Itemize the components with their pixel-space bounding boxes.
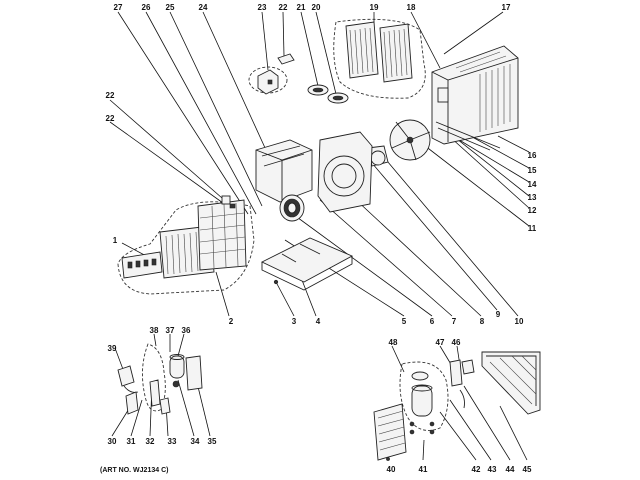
callout-2: 2 bbox=[229, 317, 234, 326]
callout-4: 4 bbox=[316, 317, 321, 326]
callout-32: 32 bbox=[146, 437, 155, 446]
callout-22-left-b: 22 bbox=[106, 114, 115, 123]
callout-40: 40 bbox=[387, 465, 396, 474]
callout-35: 35 bbox=[208, 437, 217, 446]
callout-15: 15 bbox=[528, 166, 537, 175]
callout-22-top: 22 bbox=[279, 3, 288, 12]
callout-3: 3 bbox=[292, 317, 297, 326]
callout-46: 46 bbox=[452, 338, 461, 347]
callout-10: 10 bbox=[515, 317, 524, 326]
callout-44: 44 bbox=[506, 465, 515, 474]
callout-45: 45 bbox=[523, 465, 532, 474]
callout-25: 25 bbox=[166, 3, 175, 12]
callout-36: 36 bbox=[182, 326, 191, 335]
callout-34: 34 bbox=[191, 437, 200, 446]
callout-18: 18 bbox=[407, 3, 416, 12]
callout-24: 24 bbox=[199, 3, 208, 12]
callout-5: 5 bbox=[402, 317, 407, 326]
callout-37: 37 bbox=[166, 326, 175, 335]
callout-8: 8 bbox=[480, 317, 485, 326]
callout-13: 13 bbox=[528, 193, 537, 202]
callout-19: 19 bbox=[370, 3, 379, 12]
callout-43: 43 bbox=[488, 465, 497, 474]
callout-16: 16 bbox=[528, 151, 537, 160]
callout-47: 47 bbox=[436, 338, 445, 347]
parts-artwork bbox=[117, 18, 541, 461]
callout-17: 17 bbox=[502, 3, 511, 12]
callout-26: 26 bbox=[142, 3, 151, 12]
callout-30: 30 bbox=[108, 437, 117, 446]
callout-14: 14 bbox=[528, 180, 537, 189]
callout-27: 27 bbox=[114, 3, 123, 12]
callout-12: 12 bbox=[528, 206, 537, 215]
callout-labels: 27 26 25 24 23 22 21 20 19 18 17 22 22 1… bbox=[100, 3, 537, 474]
callout-22-left-a: 22 bbox=[106, 91, 115, 100]
callout-21: 21 bbox=[297, 3, 306, 12]
art-number: (ART NO. WJ2134 C) bbox=[100, 467, 168, 474]
callout-48: 48 bbox=[389, 338, 398, 347]
callout-38: 38 bbox=[150, 326, 159, 335]
callout-42: 42 bbox=[472, 465, 481, 474]
callout-39: 39 bbox=[108, 344, 117, 353]
callout-9: 9 bbox=[496, 310, 501, 319]
callout-31: 31 bbox=[127, 437, 136, 446]
callout-6: 6 bbox=[430, 317, 435, 326]
callout-1: 1 bbox=[113, 236, 118, 245]
callout-23: 23 bbox=[258, 3, 267, 12]
callout-11: 11 bbox=[528, 224, 537, 233]
callout-41: 41 bbox=[419, 465, 428, 474]
callout-20: 20 bbox=[312, 3, 321, 12]
callout-7: 7 bbox=[452, 317, 457, 326]
callout-33: 33 bbox=[168, 437, 177, 446]
